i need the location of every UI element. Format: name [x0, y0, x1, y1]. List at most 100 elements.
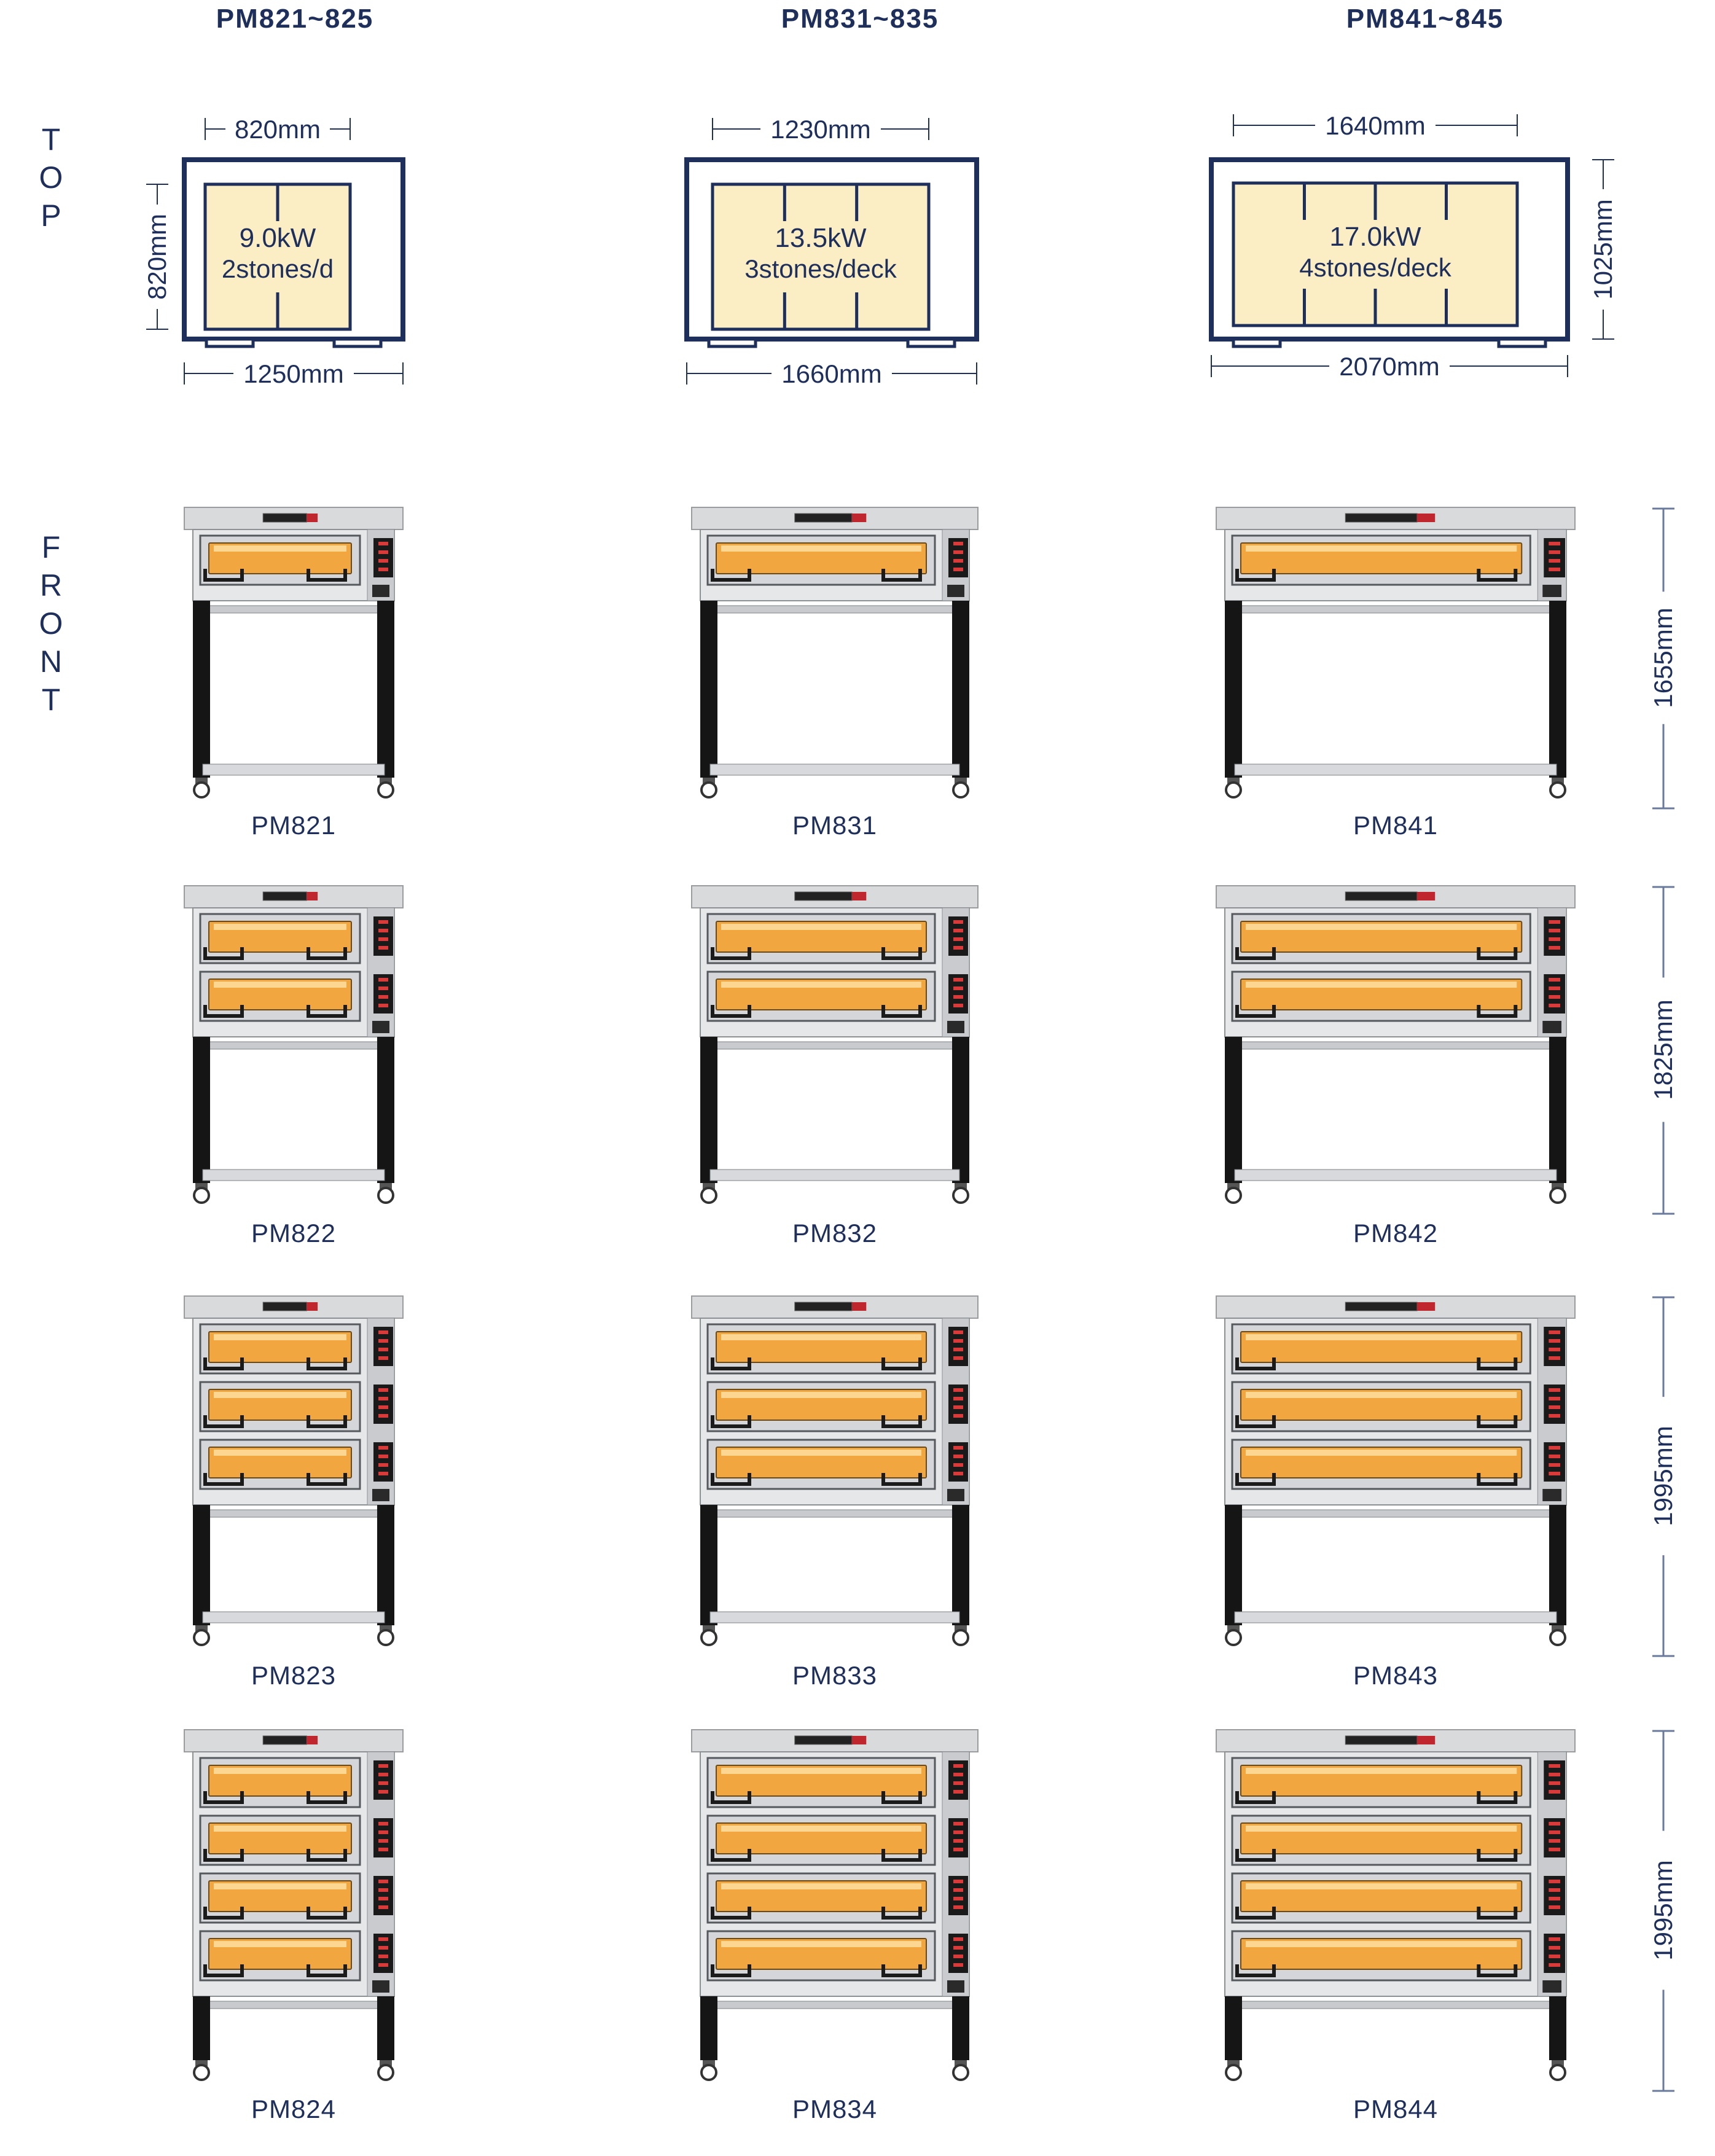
caster-wheel	[700, 2064, 717, 2081]
control-indicator	[953, 1897, 963, 1900]
control-indicator	[953, 978, 963, 982]
caster-wheel	[1225, 1187, 1242, 1204]
model-label: PM822	[251, 1219, 337, 1248]
brand-plate	[262, 1735, 307, 1745]
control-indicator	[953, 1356, 963, 1360]
upper-shelf	[195, 1509, 393, 1518]
brand-plate-accent	[307, 514, 318, 522]
control-indicator	[1549, 1004, 1560, 1007]
caster-wheel	[700, 781, 717, 799]
model-label: PM842	[1353, 1219, 1439, 1248]
upper-shelf	[702, 1041, 967, 1050]
control-indicator	[378, 1455, 388, 1458]
stand-leg	[377, 601, 394, 778]
stand-leg	[193, 1037, 210, 1183]
door-handle	[307, 947, 347, 960]
control-indicator	[378, 1822, 388, 1826]
control-indicator	[953, 1781, 963, 1785]
control-indicator	[1549, 1822, 1560, 1826]
stand-leg	[377, 1505, 394, 1625]
oven-window-highlight	[214, 924, 346, 930]
control-indicator	[378, 1330, 388, 1334]
control-indicator	[378, 1790, 388, 1794]
door-handle	[1477, 1415, 1518, 1428]
control-indicator	[378, 1955, 388, 1958]
door-handle	[307, 1357, 347, 1370]
height-dimension: 1655mm	[1649, 507, 1678, 810]
brand-plate	[1345, 1735, 1418, 1745]
deck-oven-illustration	[184, 885, 404, 1204]
control-indicator	[953, 1414, 963, 1418]
deck-oven-illustration	[1216, 885, 1576, 1204]
oven-window-highlight	[1246, 1334, 1517, 1340]
oven-window-highlight	[1246, 545, 1517, 552]
oven-window-highlight	[214, 1826, 346, 1832]
caster-mount	[195, 2060, 208, 2066]
side-label-top: T O P	[36, 120, 66, 235]
oven-window-highlight	[214, 1392, 346, 1398]
caster-mount	[703, 1183, 715, 1189]
door-handle	[307, 1849, 347, 1862]
control-indicator	[1549, 559, 1560, 563]
control-indicator	[953, 1880, 963, 1883]
control-indicator	[953, 937, 963, 941]
caster-mount	[1552, 778, 1564, 784]
height-dimension-group: 1995mm	[1649, 1296, 1678, 1657]
deck-oven-illustration	[691, 1295, 979, 1646]
oven-window-highlight	[1246, 1768, 1517, 1774]
control-indicator	[1549, 995, 1560, 999]
control-indicator	[953, 1339, 963, 1343]
caster-mount	[703, 2060, 715, 2066]
upper-shelf	[195, 2001, 393, 2009]
door-handle	[1477, 1907, 1518, 1920]
door-handle	[1477, 1791, 1518, 1804]
control-indicator	[953, 1839, 963, 1843]
control-indicator	[953, 1455, 963, 1458]
model-label: PM844	[1353, 2095, 1439, 2123]
control-indicator	[1549, 929, 1560, 932]
upper-shelf	[702, 1509, 967, 1518]
caster-mount	[703, 778, 715, 784]
control-indicator	[378, 542, 388, 545]
brand-plate-accent	[307, 1302, 318, 1311]
door-handle	[1477, 1005, 1518, 1018]
control-indicator	[953, 1397, 963, 1400]
door-handle	[881, 1907, 922, 1920]
control-indicator	[1549, 1839, 1560, 1843]
brand-plate	[794, 1302, 853, 1311]
brand-plate	[1345, 1302, 1418, 1311]
control-indicator	[1549, 1405, 1560, 1409]
control-indicator	[378, 986, 388, 990]
control-indicator	[378, 1405, 388, 1409]
control-indicator	[378, 559, 388, 563]
door-handle	[711, 1791, 751, 1804]
control-indicator	[953, 1830, 963, 1834]
door-handle	[881, 569, 922, 582]
control-indicator	[378, 1348, 388, 1351]
control-indicator	[378, 1773, 388, 1776]
oven-window-highlight	[721, 1941, 921, 1947]
caster-mount	[380, 778, 392, 784]
oven-foot	[906, 337, 956, 348]
door-handle	[307, 1964, 347, 1977]
caster-wheel	[1225, 781, 1242, 799]
caster-mount	[1552, 1183, 1564, 1189]
power-switch	[1542, 1021, 1561, 1033]
door-handle	[1477, 1357, 1518, 1370]
door-handle	[711, 1415, 751, 1428]
door-handle	[307, 1005, 347, 1018]
oven-window-highlight	[1246, 1392, 1517, 1398]
oven-window-highlight	[214, 1768, 346, 1774]
control-indicator	[378, 1356, 388, 1360]
brand-plate-accent	[1417, 514, 1436, 522]
caster-wheel	[1549, 2064, 1566, 2081]
control-indicator	[953, 542, 963, 545]
stand-leg	[193, 1996, 210, 2060]
deck-oven-illustration	[1216, 1729, 1576, 2081]
column-title-pm83x: PM831~835	[781, 4, 939, 34]
door-handle	[881, 1473, 922, 1486]
brand-plate-accent	[851, 1736, 867, 1744]
control-indicator	[378, 1888, 388, 1892]
